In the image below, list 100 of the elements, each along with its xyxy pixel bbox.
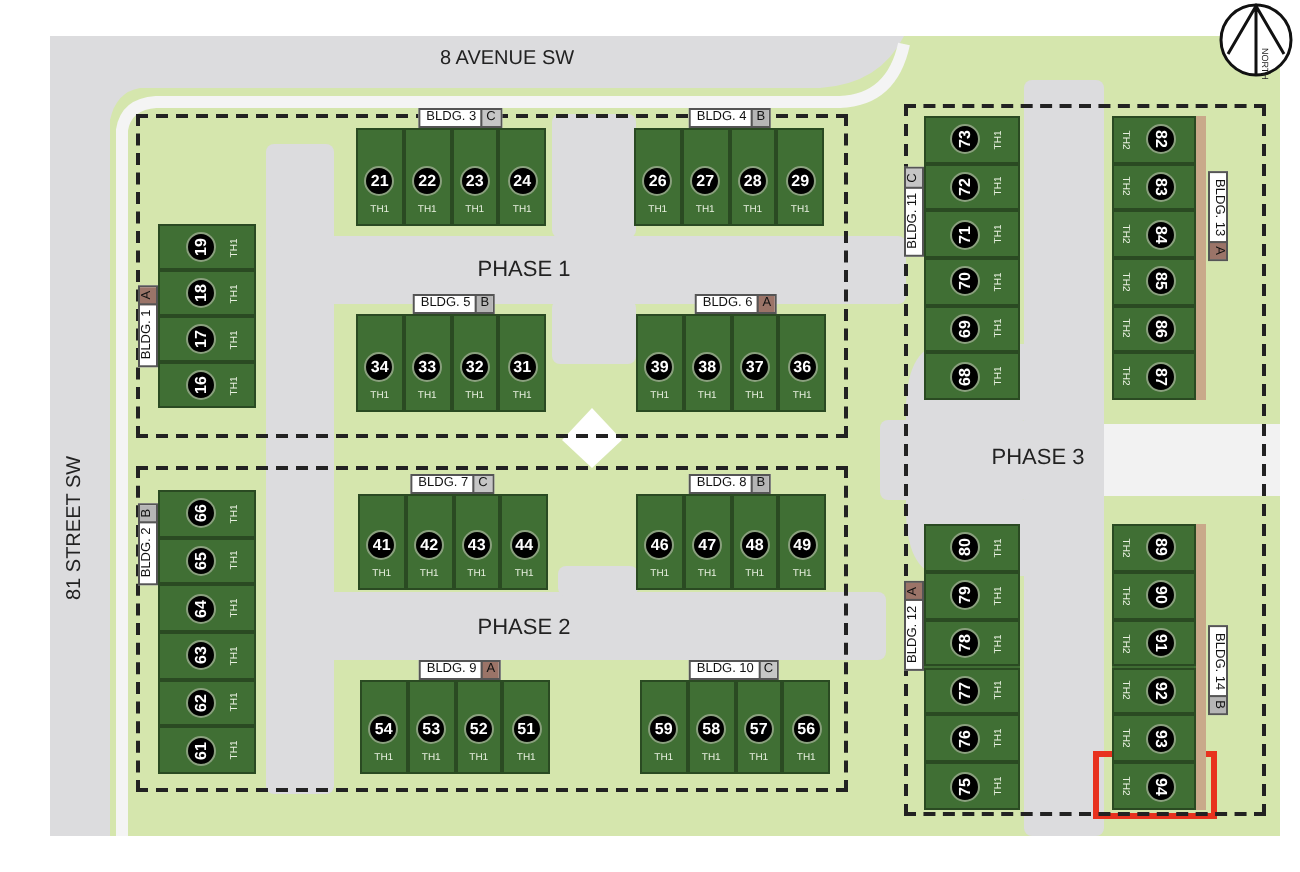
unit-number: 52: [463, 714, 494, 744]
unit-number: 90: [1145, 580, 1176, 611]
unit-lot: [358, 494, 406, 590]
unit-lot: [1112, 762, 1196, 810]
unit-number: 87: [1145, 361, 1176, 392]
unit-lot: [778, 314, 826, 412]
unit-number: 43: [461, 530, 492, 560]
unit-lot: [502, 680, 550, 774]
unit-number: 49: [787, 530, 818, 560]
unit-number: 19: [185, 232, 216, 262]
unit-number: 26: [642, 166, 673, 196]
unit-lot: [1112, 714, 1196, 763]
unit-number: 29: [785, 166, 816, 196]
unit-number: 36: [787, 352, 818, 382]
unit-lot: [1112, 163, 1196, 211]
unit-number: 53: [416, 714, 447, 744]
unit-lot: [1112, 667, 1196, 715]
unit-number: 31: [507, 352, 538, 382]
unit-number: 18: [185, 278, 216, 308]
unit-number: 32: [459, 352, 490, 382]
unit-number: 63: [185, 640, 216, 671]
unit-lot: [924, 163, 1020, 211]
phase-label: PHASE 1: [477, 258, 571, 282]
unit-number: 42: [414, 530, 445, 560]
unit-number: 94: [1145, 771, 1176, 802]
unit-lot: [924, 571, 1020, 620]
unit-lot: [687, 680, 735, 774]
unit-lot: [729, 128, 777, 226]
unit-lot: [636, 494, 684, 590]
unit-lot: [451, 314, 499, 412]
unit-lot: [924, 667, 1020, 715]
unit-lot: [683, 314, 731, 412]
unit-number: 75: [950, 771, 981, 802]
unit-lot: [778, 494, 826, 590]
unit-lot: [1112, 116, 1196, 164]
unit-lot: [776, 128, 824, 226]
unit-lot: [158, 316, 256, 362]
unit-number: 37: [739, 352, 770, 382]
unit-lot: [498, 314, 546, 412]
unit-lot: [735, 680, 783, 774]
unit-number: 62: [185, 687, 216, 718]
unit-lot: [1112, 210, 1196, 258]
unit-number: 46: [644, 530, 675, 560]
unit-lot: [500, 494, 548, 590]
street-name: 81 STREET SW: [64, 455, 86, 600]
unit-number: 44: [509, 530, 540, 560]
unit-number: 39: [644, 352, 675, 382]
phase-boundary: [904, 104, 1266, 816]
unit-number: 89: [1145, 532, 1176, 563]
unit-lot: [683, 494, 731, 590]
unit-number: 80: [950, 532, 981, 563]
unit-lot: [924, 210, 1020, 258]
unit-number: 17: [185, 324, 216, 354]
unit-number: 72: [950, 171, 981, 202]
unit-lot: [451, 128, 499, 226]
unit-number: 24: [507, 166, 538, 196]
unit-lot: [403, 128, 451, 226]
unit-number: 48: [739, 530, 770, 560]
unit-lot: [356, 314, 404, 412]
unit-lot: [640, 680, 688, 774]
unit-number: 79: [950, 580, 981, 611]
unit-lot: [1112, 305, 1196, 353]
unit-lot: [924, 714, 1020, 763]
unit-number: 65: [185, 545, 216, 576]
unit-number: 76: [950, 723, 981, 754]
unit-number: 61: [185, 735, 216, 766]
unit-number: 22: [412, 166, 443, 196]
unit-lot: [158, 270, 256, 316]
unit-number: 54: [368, 714, 399, 744]
unit-number: 41: [366, 530, 397, 560]
unit-lot: [924, 116, 1020, 164]
unit-number: 93: [1145, 723, 1176, 754]
unit-number: 38: [692, 352, 723, 382]
unit-lot: [158, 679, 256, 727]
unit-lot: [782, 680, 830, 774]
unit-number: 85: [1145, 266, 1176, 297]
unit-lot: [731, 494, 779, 590]
unit-number: 69: [950, 313, 981, 344]
unit-number: 73: [950, 124, 981, 155]
unit-lot: [1112, 524, 1196, 572]
unit-number: 34: [364, 352, 395, 382]
unit-number: 77: [950, 675, 981, 706]
unit-lot: [1112, 619, 1196, 667]
unit-lot: [1112, 258, 1196, 306]
unit-number: 33: [412, 352, 443, 382]
phase-label: PHASE 3: [991, 446, 1085, 470]
unit-lot: [158, 224, 256, 270]
unit-lot: [405, 494, 453, 590]
unit-lot: [455, 680, 503, 774]
phase-boundary: [136, 466, 848, 792]
unit-number: 21: [364, 166, 395, 196]
unit-lot: [158, 632, 256, 680]
unit-lot: [1112, 352, 1196, 400]
unit-lot: [924, 352, 1020, 400]
unit-number: 51: [511, 714, 542, 744]
unit-lot: [498, 128, 546, 226]
unit-number: 70: [950, 266, 981, 297]
unit-lot: [356, 128, 404, 226]
unit-number: 91: [1145, 628, 1176, 659]
unit-lot: [360, 680, 408, 774]
